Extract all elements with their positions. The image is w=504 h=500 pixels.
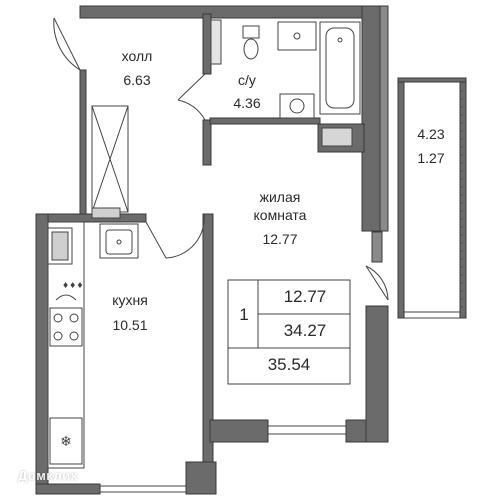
table-living-area: 12.77 [283,287,327,306]
hall-name: холл [121,48,153,64]
bathroom-area: 4.36 [233,95,261,111]
table-area-without-balcony: 34.27 [283,321,327,340]
svg-text:❄: ❄ [60,434,72,450]
hall-wardrobe [91,105,129,213]
kitchen-name: кухня [112,292,148,308]
balcony-area-reduced: 1.27 [417,150,445,166]
summary-table-frame [227,279,351,385]
kitchen-fixtures: ❄ ♦♦♦ [47,207,139,469]
living-name-line1: жилая [259,189,301,205]
bathroom-name: с/у [238,72,256,88]
bathroom-fixtures [210,19,361,147]
walls [35,5,467,495]
living-area: 12.77 [262,231,298,247]
doors [53,17,389,301]
hall-area: 6.63 [123,72,151,88]
svg-text:♦♦♦: ♦♦♦ [62,281,84,290]
balcony-area: 4.23 [417,126,445,142]
windows [100,311,460,493]
watermark-logo: Домклик [18,468,78,483]
living-name-line2: комната [253,207,307,223]
table-total-area: 35.54 [267,355,311,374]
kitchen-area: 10.51 [112,317,148,333]
table-room-count: 1 [239,305,249,324]
